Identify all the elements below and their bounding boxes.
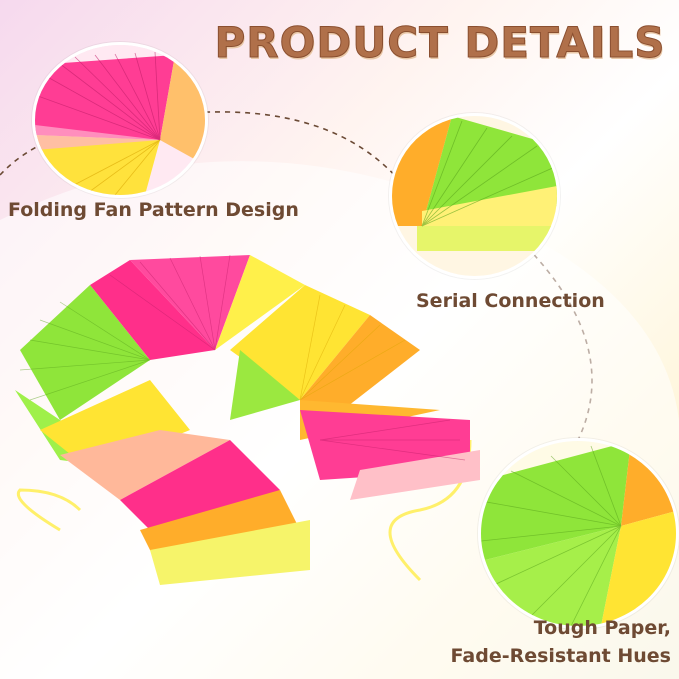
feature-label-tough-paper: Tough Paper, Fade-Resistant Hues: [451, 614, 671, 670]
serial-connection-detail-image: [389, 113, 560, 279]
feature-label-line-2: Fade-Resistant Hues: [450, 645, 671, 667]
feature-label-fan-pattern: Folding Fan Pattern Design: [8, 199, 299, 221]
feature-label-serial-connection: Serial Connection: [416, 290, 605, 312]
feature-label-line-1: Tough Paper,: [533, 617, 671, 639]
fan-pattern-detail-image: [32, 42, 208, 198]
page-title: PRODUCT DETAILS: [214, 18, 666, 68]
tough-paper-detail-image: [478, 438, 679, 629]
paper-fan-garland-image: [0, 240, 500, 620]
